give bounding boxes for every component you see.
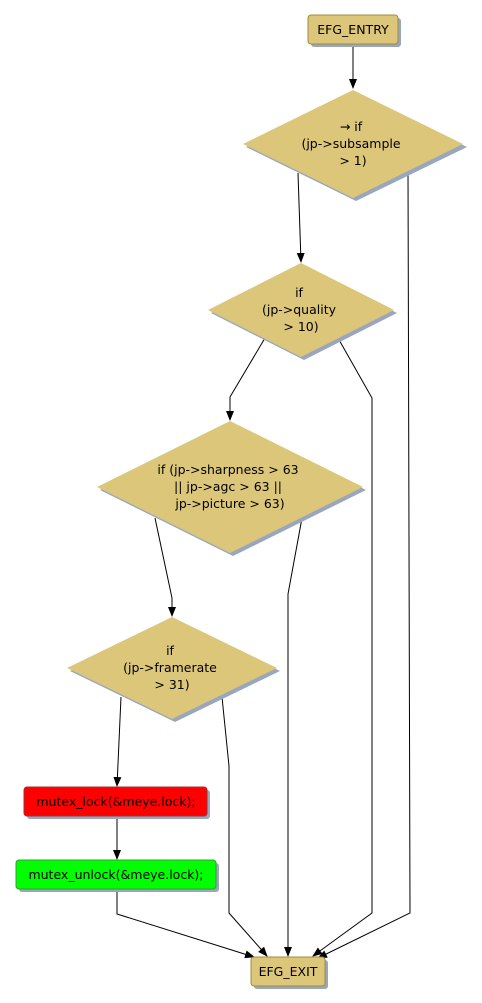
decision-sharpness-line-3: jp->picture > 63) — [174, 496, 284, 511]
decision-subsample-shape — [243, 90, 463, 198]
edge-subsample-to-exit — [317, 169, 411, 959]
entry-node-label: EFG_ENTRY — [317, 22, 389, 37]
mutex-lock-node: mutex_lock(&meye.lock); — [23, 786, 210, 819]
exit-node: EFG_EXIT — [250, 956, 328, 989]
decision-quality-line-3: > 10) — [283, 319, 318, 334]
decision-framerate-line-2: (jp->framerate — [123, 660, 217, 675]
decision-subsample-line-3: > 1) — [339, 153, 366, 168]
decision-subsample-line-2: (jp->subsample — [301, 136, 400, 151]
mutex-lock-node-label: mutex_lock(&meye.lock); — [36, 794, 195, 809]
decision-framerate-text: if (jp->framerate > 31) — [123, 643, 221, 692]
decision-subsample: → if (jp->subsample > 1) — [243, 90, 467, 201]
entry-node: EFG_ENTRY — [307, 14, 401, 47]
mutex-unlock-node: mutex_unlock(&meye.lock); — [15, 859, 219, 892]
decision-sharpness-text: if (jp->sharpness > 63 || jp->agc > 63 |… — [157, 462, 302, 511]
decision-subsample-line-1: → if — [340, 119, 363, 134]
decision-sharpness-line-1: if (jp->sharpness > 63 — [157, 462, 298, 477]
decision-framerate-line-3: > 31) — [154, 677, 189, 692]
decision-framerate-line-1: if — [166, 643, 174, 658]
edge-framerate-to-exit — [221, 696, 268, 957]
edge-framerate-to-lock — [113, 696, 122, 787]
edge-quality-to-exit — [312, 337, 373, 957]
edges — [113, 46, 411, 959]
exit-node-label: EFG_EXIT — [259, 964, 318, 979]
decision-framerate: if (jp->framerate > 31) — [67, 617, 280, 722]
edge-sharpness-to-framerate — [154, 517, 176, 617]
exit-node-box — [250, 956, 326, 987]
edge-quality-to-sharpness — [226, 337, 266, 421]
decision-quality: if (jp->quality > 10) — [208, 263, 397, 360]
decision-sharpness-shape — [97, 421, 363, 553]
edge-unlock-to-exit — [116, 890, 255, 959]
decision-sharpness: if (jp->sharpness > 63 || jp->agc > 63 |… — [97, 421, 366, 556]
decision-quality-line-2: (jp->quality — [262, 302, 337, 317]
mutex-unlock-node-box — [15, 859, 217, 890]
decision-framerate-shape — [67, 617, 277, 719]
decision-sharpness-line-2: || jp->agc > 63 || — [174, 479, 282, 494]
mutex-unlock-node-label: mutex_unlock(&meye.lock); — [28, 867, 203, 882]
decision-quality-shape — [208, 263, 394, 357]
edge-subsample-to-quality — [296, 172, 305, 263]
decision-subsample-text: → if (jp->subsample > 1) — [301, 119, 404, 168]
mutex-lock-node-box — [23, 786, 208, 817]
entry-node-box — [307, 14, 399, 45]
decision-quality-line-1: if — [295, 285, 303, 300]
decision-quality-text: if (jp->quality > 10) — [262, 285, 340, 334]
edge-sharpness-to-exit — [284, 517, 303, 957]
